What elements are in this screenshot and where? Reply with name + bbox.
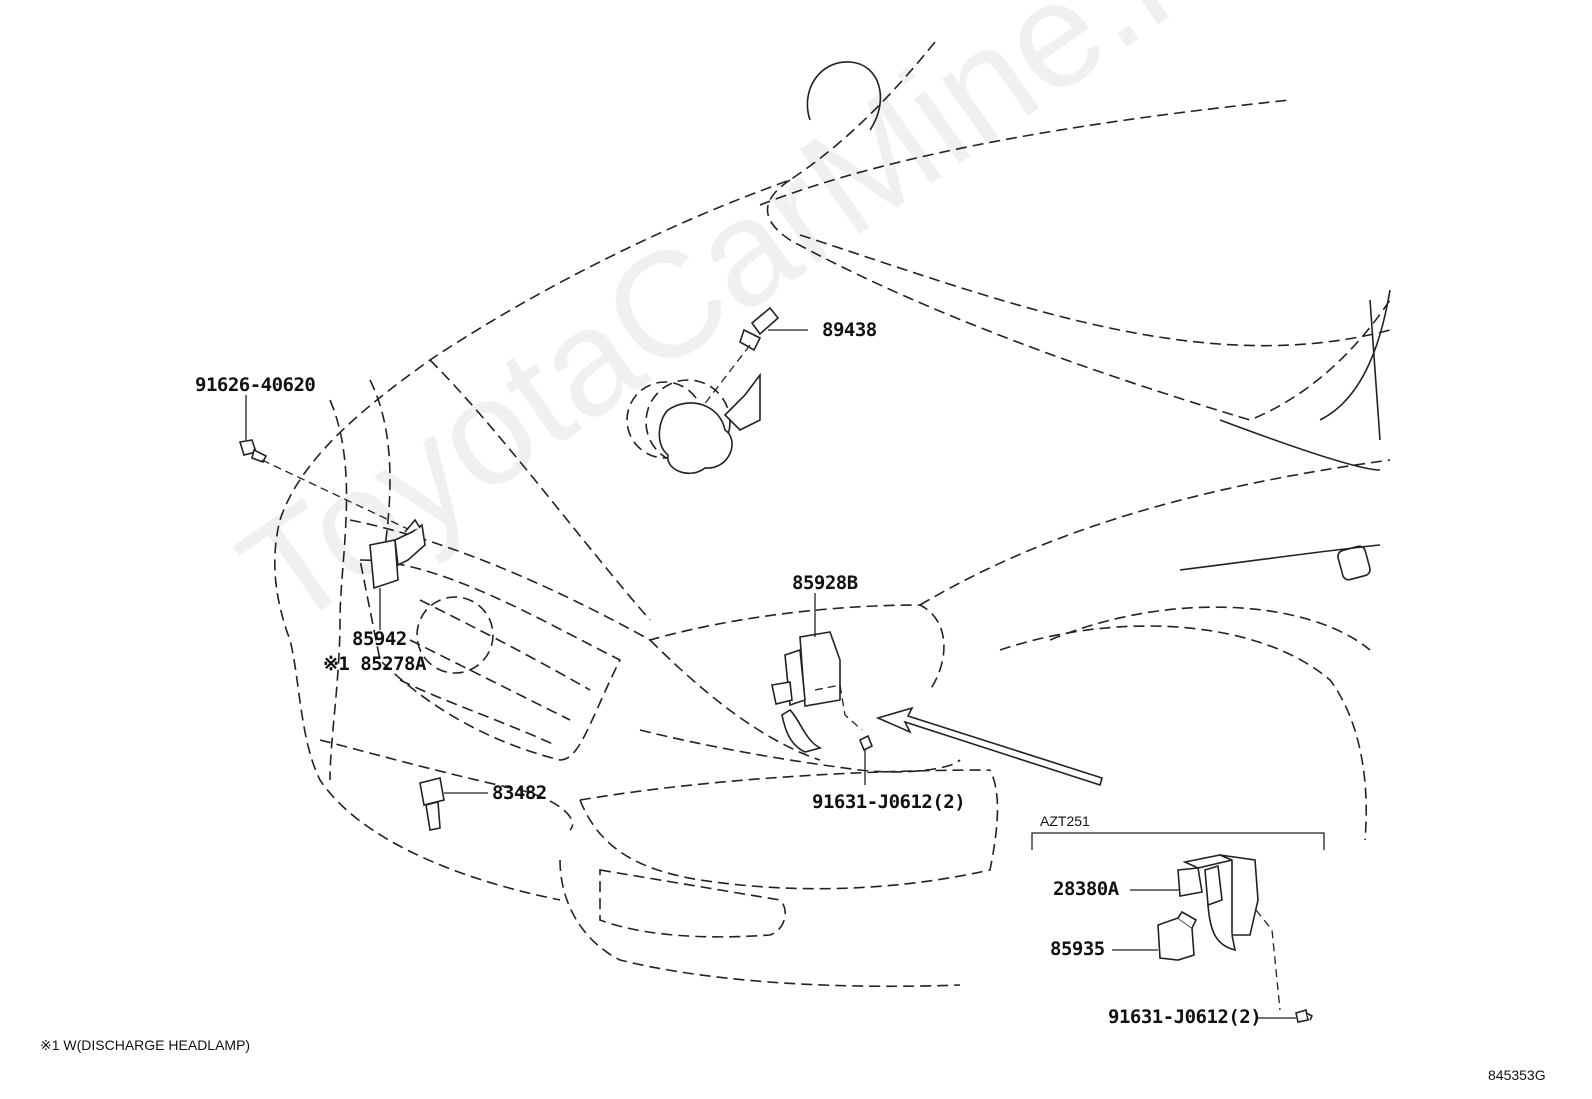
part-28380A-icon [1130,854,1259,952]
part-label-85935[interactable]: 85935 [1050,938,1105,960]
group-label-azt251: AZT251 [1040,813,1090,829]
car-body-outline [274,41,1391,988]
part-label-91626-40620[interactable]: 91626-40620 [195,374,316,396]
part-85928B-icon [771,593,874,785]
part-label-89438[interactable]: 89438 [822,319,877,341]
part-85942-icon [369,518,426,630]
part-83482-icon [419,777,488,831]
footnote-discharge-headlamp: ※1 W(DISCHARGE HEADLAMP) [40,1037,251,1053]
part-label-28380A[interactable]: 28380A [1053,878,1119,900]
part-label-85942[interactable]: 85942 [352,628,407,650]
part-label-83482[interactable]: 83482 [492,782,547,804]
part-91626-icon [238,395,411,531]
part-89438-icon [658,306,808,474]
azt251-group-bracket [1031,832,1325,850]
part-label-91631-J0612-upper[interactable]: 91631-J0612(2) [812,791,966,813]
diagram-code: 845353G [1488,1067,1546,1083]
part-label-85928B[interactable]: 85928B [792,572,858,594]
part-label-91631-J0612-lower[interactable]: 91631-J0612(2) [1108,1006,1262,1028]
part-label-85278A[interactable]: ※1 85278A [323,653,426,675]
part-91631-screw-icon [1255,909,1314,1023]
location-arrow-icon [875,706,1103,787]
part-85935-icon [1112,910,1198,961]
